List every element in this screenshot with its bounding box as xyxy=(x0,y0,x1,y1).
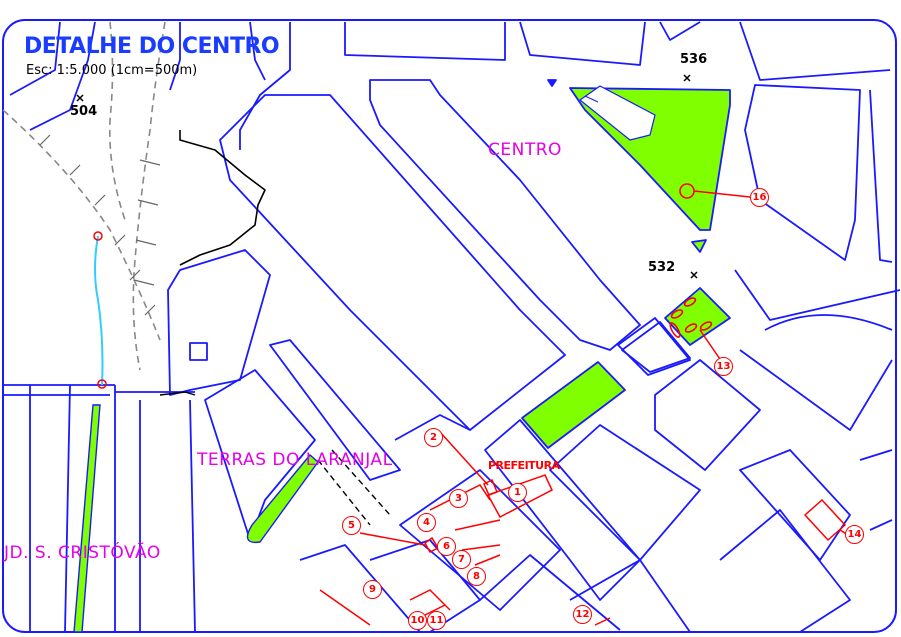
railway-lines xyxy=(2,21,166,371)
place-terras-do-laranjal: TERRAS DO LARANJAL xyxy=(197,450,393,470)
place-jd-s-cristovao: JD. S. CRISTÓVÃO xyxy=(4,543,161,563)
green-laranjal xyxy=(246,453,319,544)
elevation-536: 536 xyxy=(680,52,708,67)
green-median xyxy=(73,404,101,633)
map-frame xyxy=(2,19,897,633)
place-centro: CENTRO xyxy=(488,140,562,160)
map-title: DETALHE DO CENTRO xyxy=(24,34,280,59)
marker-5[interactable]: 5 xyxy=(342,516,361,535)
marker-6[interactable]: 6 xyxy=(437,537,456,556)
marker-12[interactable]: 12 xyxy=(573,605,592,624)
elevation-532: 532 xyxy=(648,260,676,275)
marker-3[interactable]: 3 xyxy=(449,489,468,508)
marker-11[interactable]: 11 xyxy=(427,611,446,630)
railway-ticks xyxy=(39,134,161,316)
marker-4[interactable]: 4 xyxy=(417,513,436,532)
map-scale: Esc: 1:5.000 (1cm=500m) xyxy=(26,63,198,78)
marker-14[interactable]: 14 xyxy=(845,525,864,544)
elevation-crosses xyxy=(76,74,698,279)
leader-13 xyxy=(699,329,723,363)
prefeitura-label: PREFEITURA xyxy=(488,459,560,472)
marker-9[interactable]: 9 xyxy=(363,580,382,599)
elevation-504: 504 xyxy=(70,104,98,119)
dashed-lot xyxy=(317,449,391,526)
creek-spring-top xyxy=(93,231,103,241)
creek-spring-bottom xyxy=(97,379,107,389)
marker-13[interactable]: 13 xyxy=(714,357,733,376)
plaza-13-features xyxy=(669,297,713,338)
marker-2[interactable]: 2 xyxy=(424,428,443,447)
leader-16 xyxy=(693,190,751,198)
marker-1[interactable]: 1 xyxy=(508,483,527,502)
marker-7[interactable]: 7 xyxy=(452,550,471,569)
marker-10[interactable]: 10 xyxy=(408,611,427,630)
marker-8[interactable]: 8 xyxy=(467,567,486,586)
building-outlines xyxy=(319,431,849,626)
creek-line xyxy=(94,235,104,386)
marker-16[interactable]: 16 xyxy=(750,188,769,207)
street-blocks xyxy=(3,21,901,633)
